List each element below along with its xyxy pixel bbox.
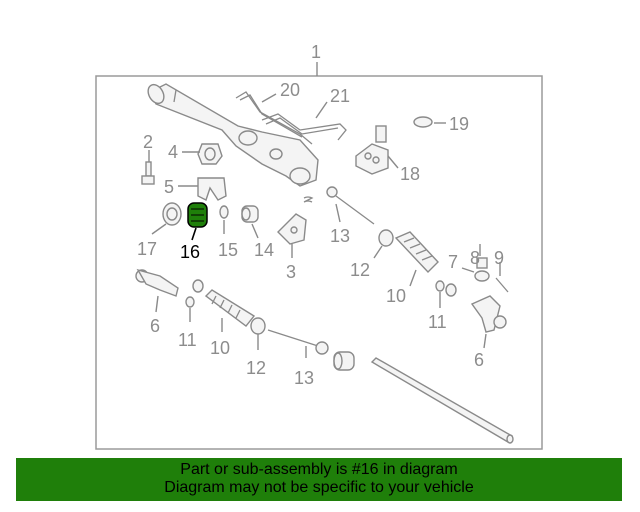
inner-tie-rod-13-upper bbox=[326, 186, 375, 225]
callout-3: 3 bbox=[286, 262, 296, 282]
callout-20-leader bbox=[261, 93, 277, 103]
callout-12-upper: 12 bbox=[350, 260, 370, 280]
callout-10-lower: 10 bbox=[210, 338, 230, 358]
callout-16-leader bbox=[191, 227, 197, 241]
bracket-3 bbox=[277, 213, 307, 245]
callout-7-leader bbox=[461, 267, 475, 273]
callout-6-leader-right bbox=[483, 333, 487, 349]
callout-11-lower: 11 bbox=[178, 330, 197, 350]
diagram-frame bbox=[95, 75, 543, 450]
callout-11-upper: 11 bbox=[428, 312, 447, 332]
callout-6-leader-left bbox=[155, 295, 159, 313]
boot-10-lower bbox=[204, 289, 256, 327]
callout-21-leader bbox=[315, 101, 328, 119]
boot-10-upper bbox=[394, 231, 439, 274]
gear-housing bbox=[147, 83, 319, 187]
clamp-5 bbox=[197, 177, 227, 201]
ring-12-lower bbox=[250, 317, 266, 335]
callout-13-lower: 13 bbox=[294, 368, 314, 388]
callout-17: 17 bbox=[137, 239, 157, 259]
callout-13-leader-upper bbox=[335, 203, 341, 223]
callout-6-right: 6 bbox=[474, 350, 484, 370]
ring-11-lower-a bbox=[192, 279, 204, 293]
callout-19: 19 bbox=[449, 114, 469, 134]
callout-15: 15 bbox=[218, 240, 238, 260]
callout-7: 7 bbox=[448, 252, 458, 272]
ring-11-lower-b bbox=[185, 296, 195, 308]
callout-13-upper: 13 bbox=[330, 226, 350, 246]
callout-12-leader-upper bbox=[373, 245, 383, 259]
bushing-17 bbox=[162, 202, 182, 226]
banner-line-1: Part or sub-assembly is #16 in diagram bbox=[180, 461, 458, 478]
banner-line-2: Diagram may not be specific to your vehi… bbox=[164, 479, 474, 496]
pipe-20 bbox=[235, 91, 313, 145]
spring bbox=[303, 196, 314, 203]
bushing-center bbox=[333, 351, 355, 371]
tie-rod-end-6-left bbox=[135, 268, 179, 297]
callout-21: 21 bbox=[330, 86, 350, 106]
callout-17-leader bbox=[151, 223, 167, 235]
callout-18-leader bbox=[387, 155, 399, 169]
ring-12-upper bbox=[378, 229, 394, 247]
washer-15 bbox=[219, 205, 229, 219]
tie-rod-end-6-right bbox=[470, 295, 507, 333]
callout-10-upper: 10 bbox=[386, 286, 406, 306]
callout-12-lower: 12 bbox=[246, 358, 266, 378]
callout-20: 20 bbox=[280, 80, 300, 100]
ring-11-upper-a bbox=[435, 280, 445, 292]
callout-5: 5 bbox=[164, 177, 174, 197]
nut-7 bbox=[474, 270, 490, 282]
callout-8: 8 bbox=[470, 248, 480, 268]
callout-1: 1 bbox=[311, 42, 321, 62]
bushing-14 bbox=[241, 205, 259, 223]
pin-9 bbox=[495, 277, 509, 293]
ring-11-upper-b bbox=[445, 283, 457, 297]
valve-18 bbox=[355, 125, 389, 175]
bushing-4 bbox=[197, 143, 223, 165]
callout-10-leader-upper bbox=[409, 269, 417, 287]
callout-14: 14 bbox=[254, 240, 274, 260]
bushing-16-highlighted bbox=[187, 202, 208, 228]
callout-14-leader bbox=[251, 223, 259, 239]
rack-bar bbox=[370, 357, 514, 444]
info-banner: Part or sub-assembly is #16 in diagram D… bbox=[16, 458, 622, 501]
nut-8 bbox=[476, 257, 488, 269]
inner-tie-rod-13-lower bbox=[267, 329, 329, 355]
seal-19 bbox=[413, 116, 433, 128]
callout-18: 18 bbox=[400, 164, 420, 184]
callout-4: 4 bbox=[168, 142, 178, 162]
pipe-21 bbox=[261, 113, 347, 141]
callout-9: 9 bbox=[494, 248, 504, 268]
callout-2: 2 bbox=[143, 132, 153, 152]
callout-16: 16 bbox=[180, 242, 200, 262]
callout-6-left: 6 bbox=[150, 316, 160, 336]
